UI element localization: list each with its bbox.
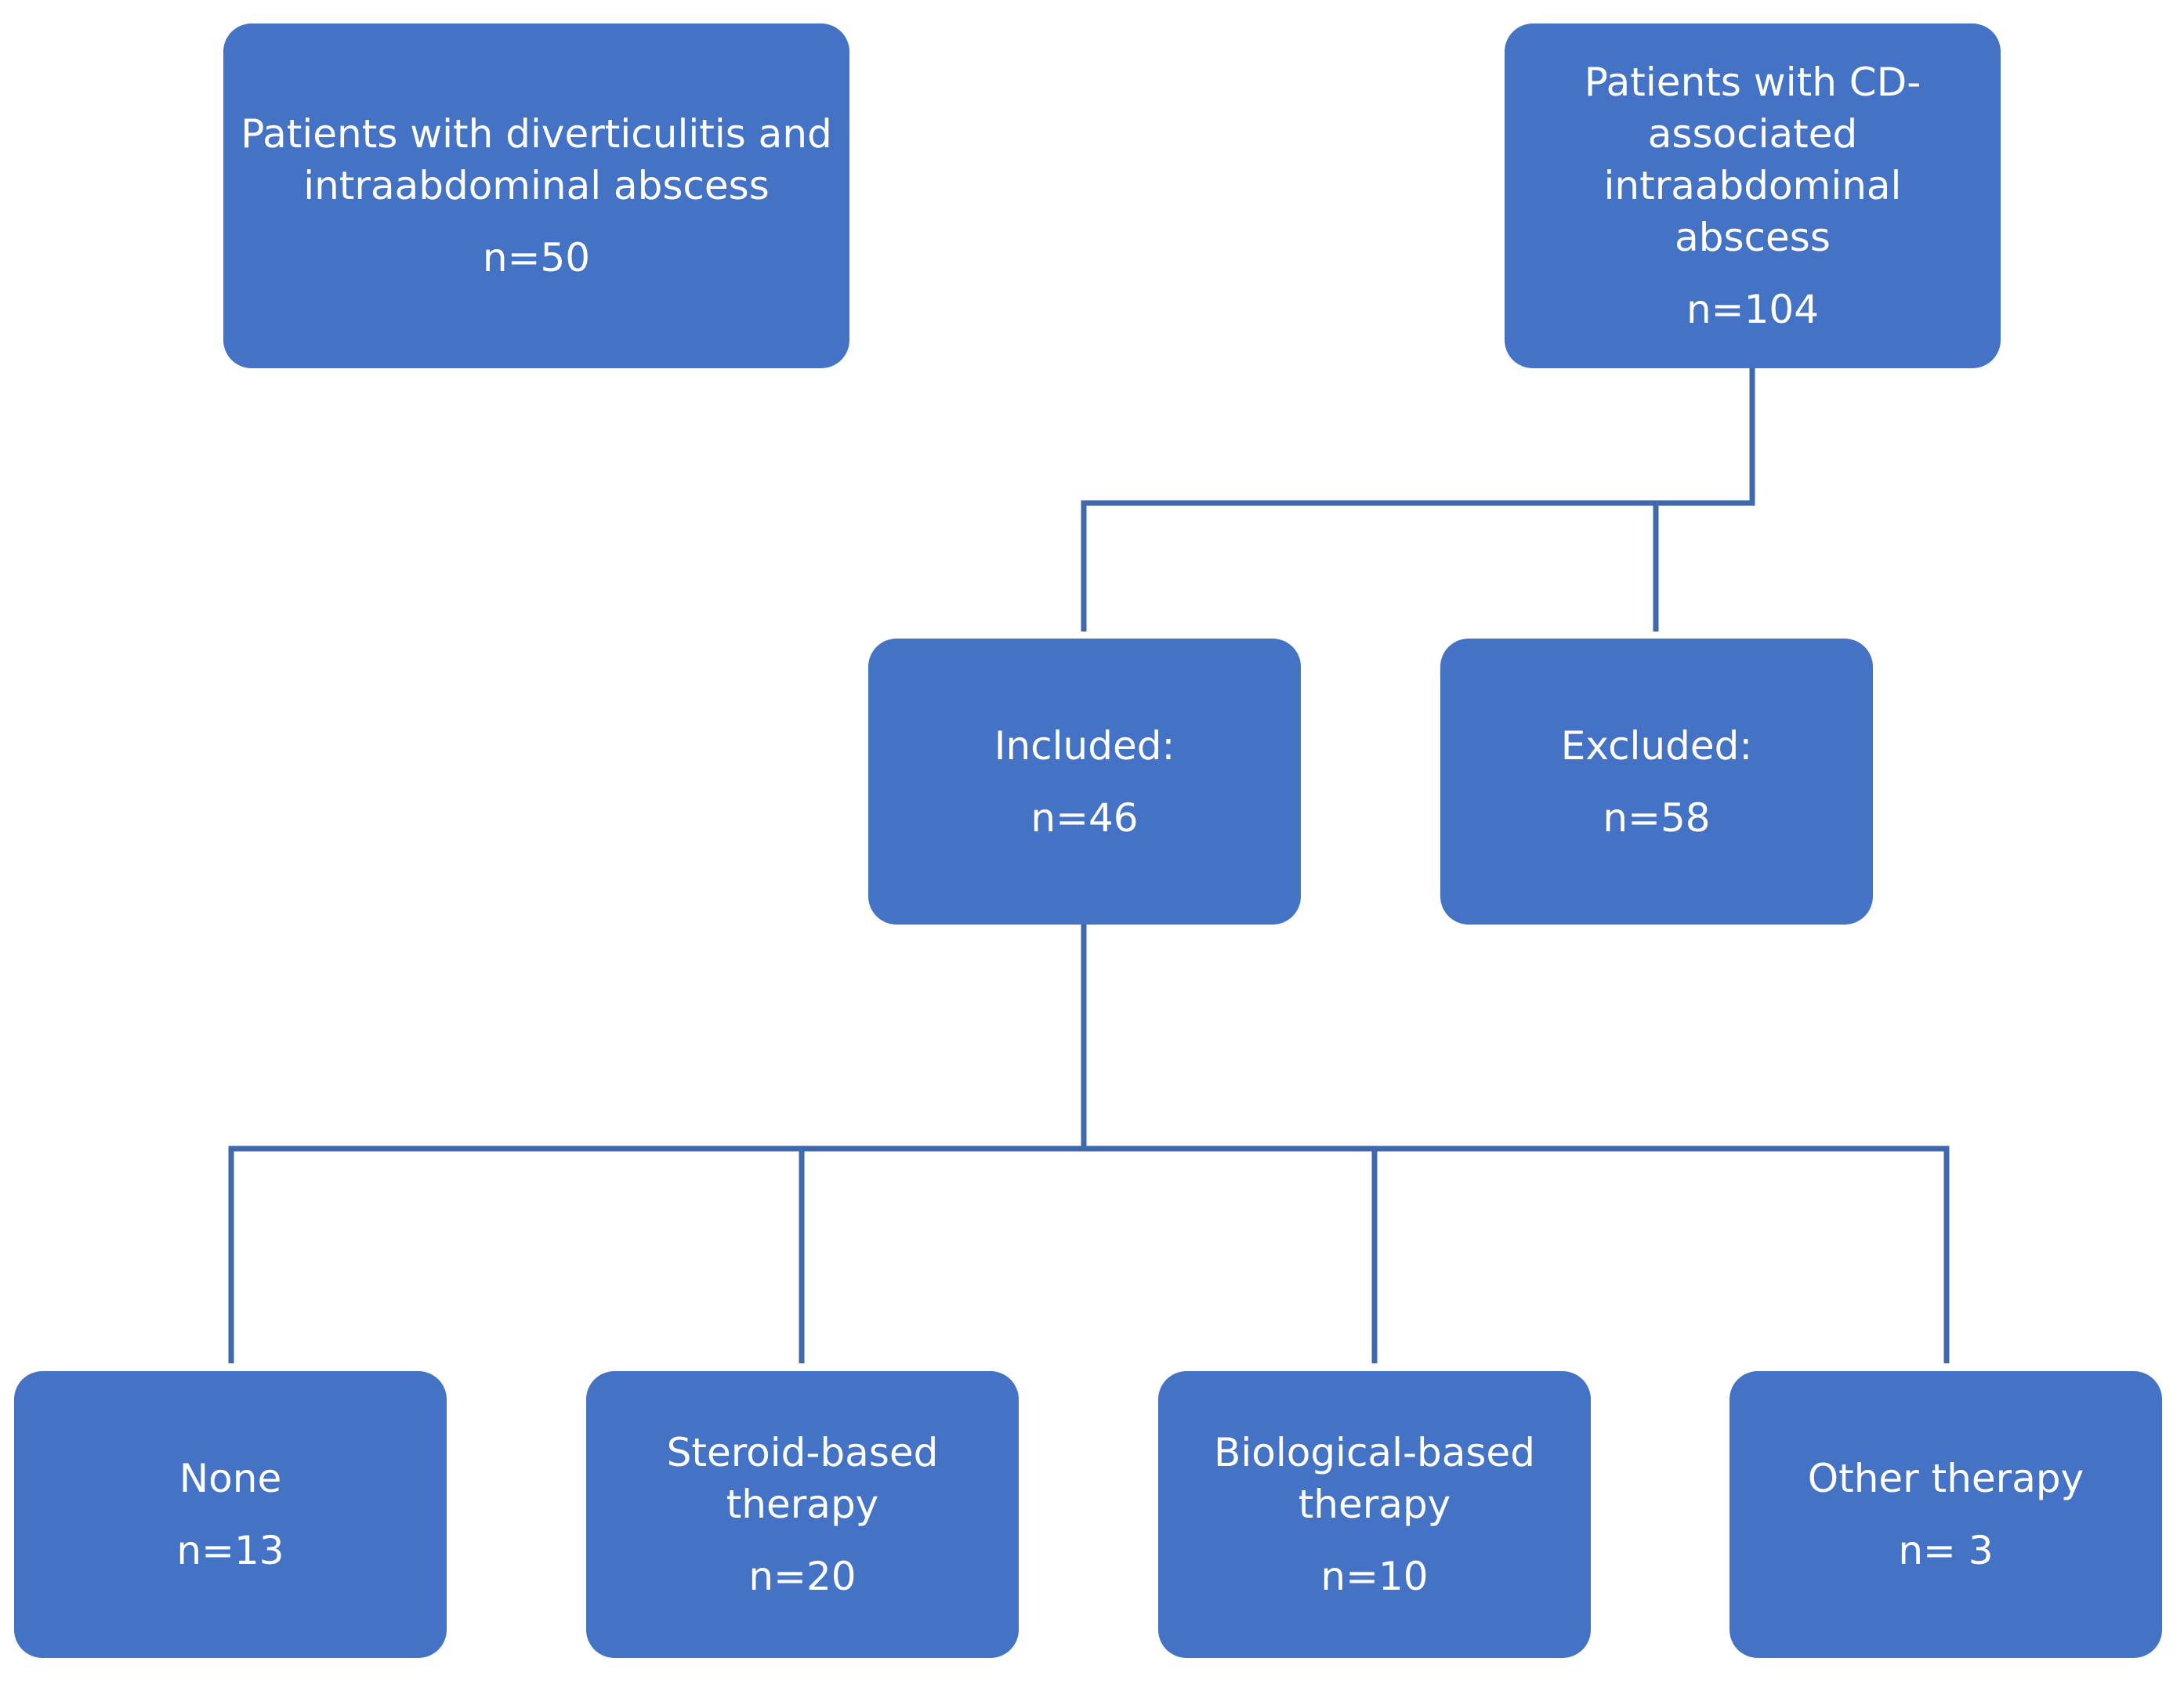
box-none-therapy: None n=13 <box>14 1371 447 1658</box>
box-included: Included: n=46 <box>868 639 1301 925</box>
box-excluded: Excluded: n=58 <box>1440 639 1873 925</box>
box-none-label: None <box>179 1456 282 1501</box>
box-steroid-count: n=20 <box>748 1554 857 1599</box>
box-other-label: Other therapy <box>1807 1456 2084 1501</box>
box-biological-count: n=10 <box>1320 1554 1429 1599</box>
box-diverticulitis-count: n=50 <box>482 235 591 280</box>
box-included-label: Included: <box>994 722 1175 769</box>
box-diverticulitis-label: Patients with diverticulitis and intraab… <box>241 111 832 208</box>
box-included-count: n=46 <box>1030 794 1139 841</box>
box-biological-therapy: Biological-based therapy n=10 <box>1158 1371 1591 1658</box>
box-excluded-count: n=58 <box>1603 794 1711 841</box>
box-steroid-label: Steroid-based therapy <box>666 1430 939 1527</box>
box-other-count: n= 3 <box>1898 1528 1994 1573</box>
box-biological-label: Biological-based therapy <box>1214 1430 1535 1527</box>
box-diverticulitis-patients: Patients with diverticulitis and intraab… <box>223 24 849 368</box>
connector-therapy-bus <box>228 1146 1950 1363</box>
connector-cd-to-split <box>1081 368 1755 632</box>
box-none-count: n=13 <box>176 1528 284 1573</box>
box-cd-abscess-patients: Patients with CD- associated intraabdomi… <box>1505 24 2001 368</box>
box-other-therapy: Other therapy n= 3 <box>1729 1371 2162 1658</box>
box-cd-abscess-label: Patients with CD- associated intraabdomi… <box>1584 60 1921 260</box>
box-steroid-therapy: Steroid-based therapy n=20 <box>586 1371 1019 1658</box>
box-cd-abscess-count: n=104 <box>1686 287 1820 332</box>
box-excluded-label: Excluded: <box>1560 722 1753 769</box>
